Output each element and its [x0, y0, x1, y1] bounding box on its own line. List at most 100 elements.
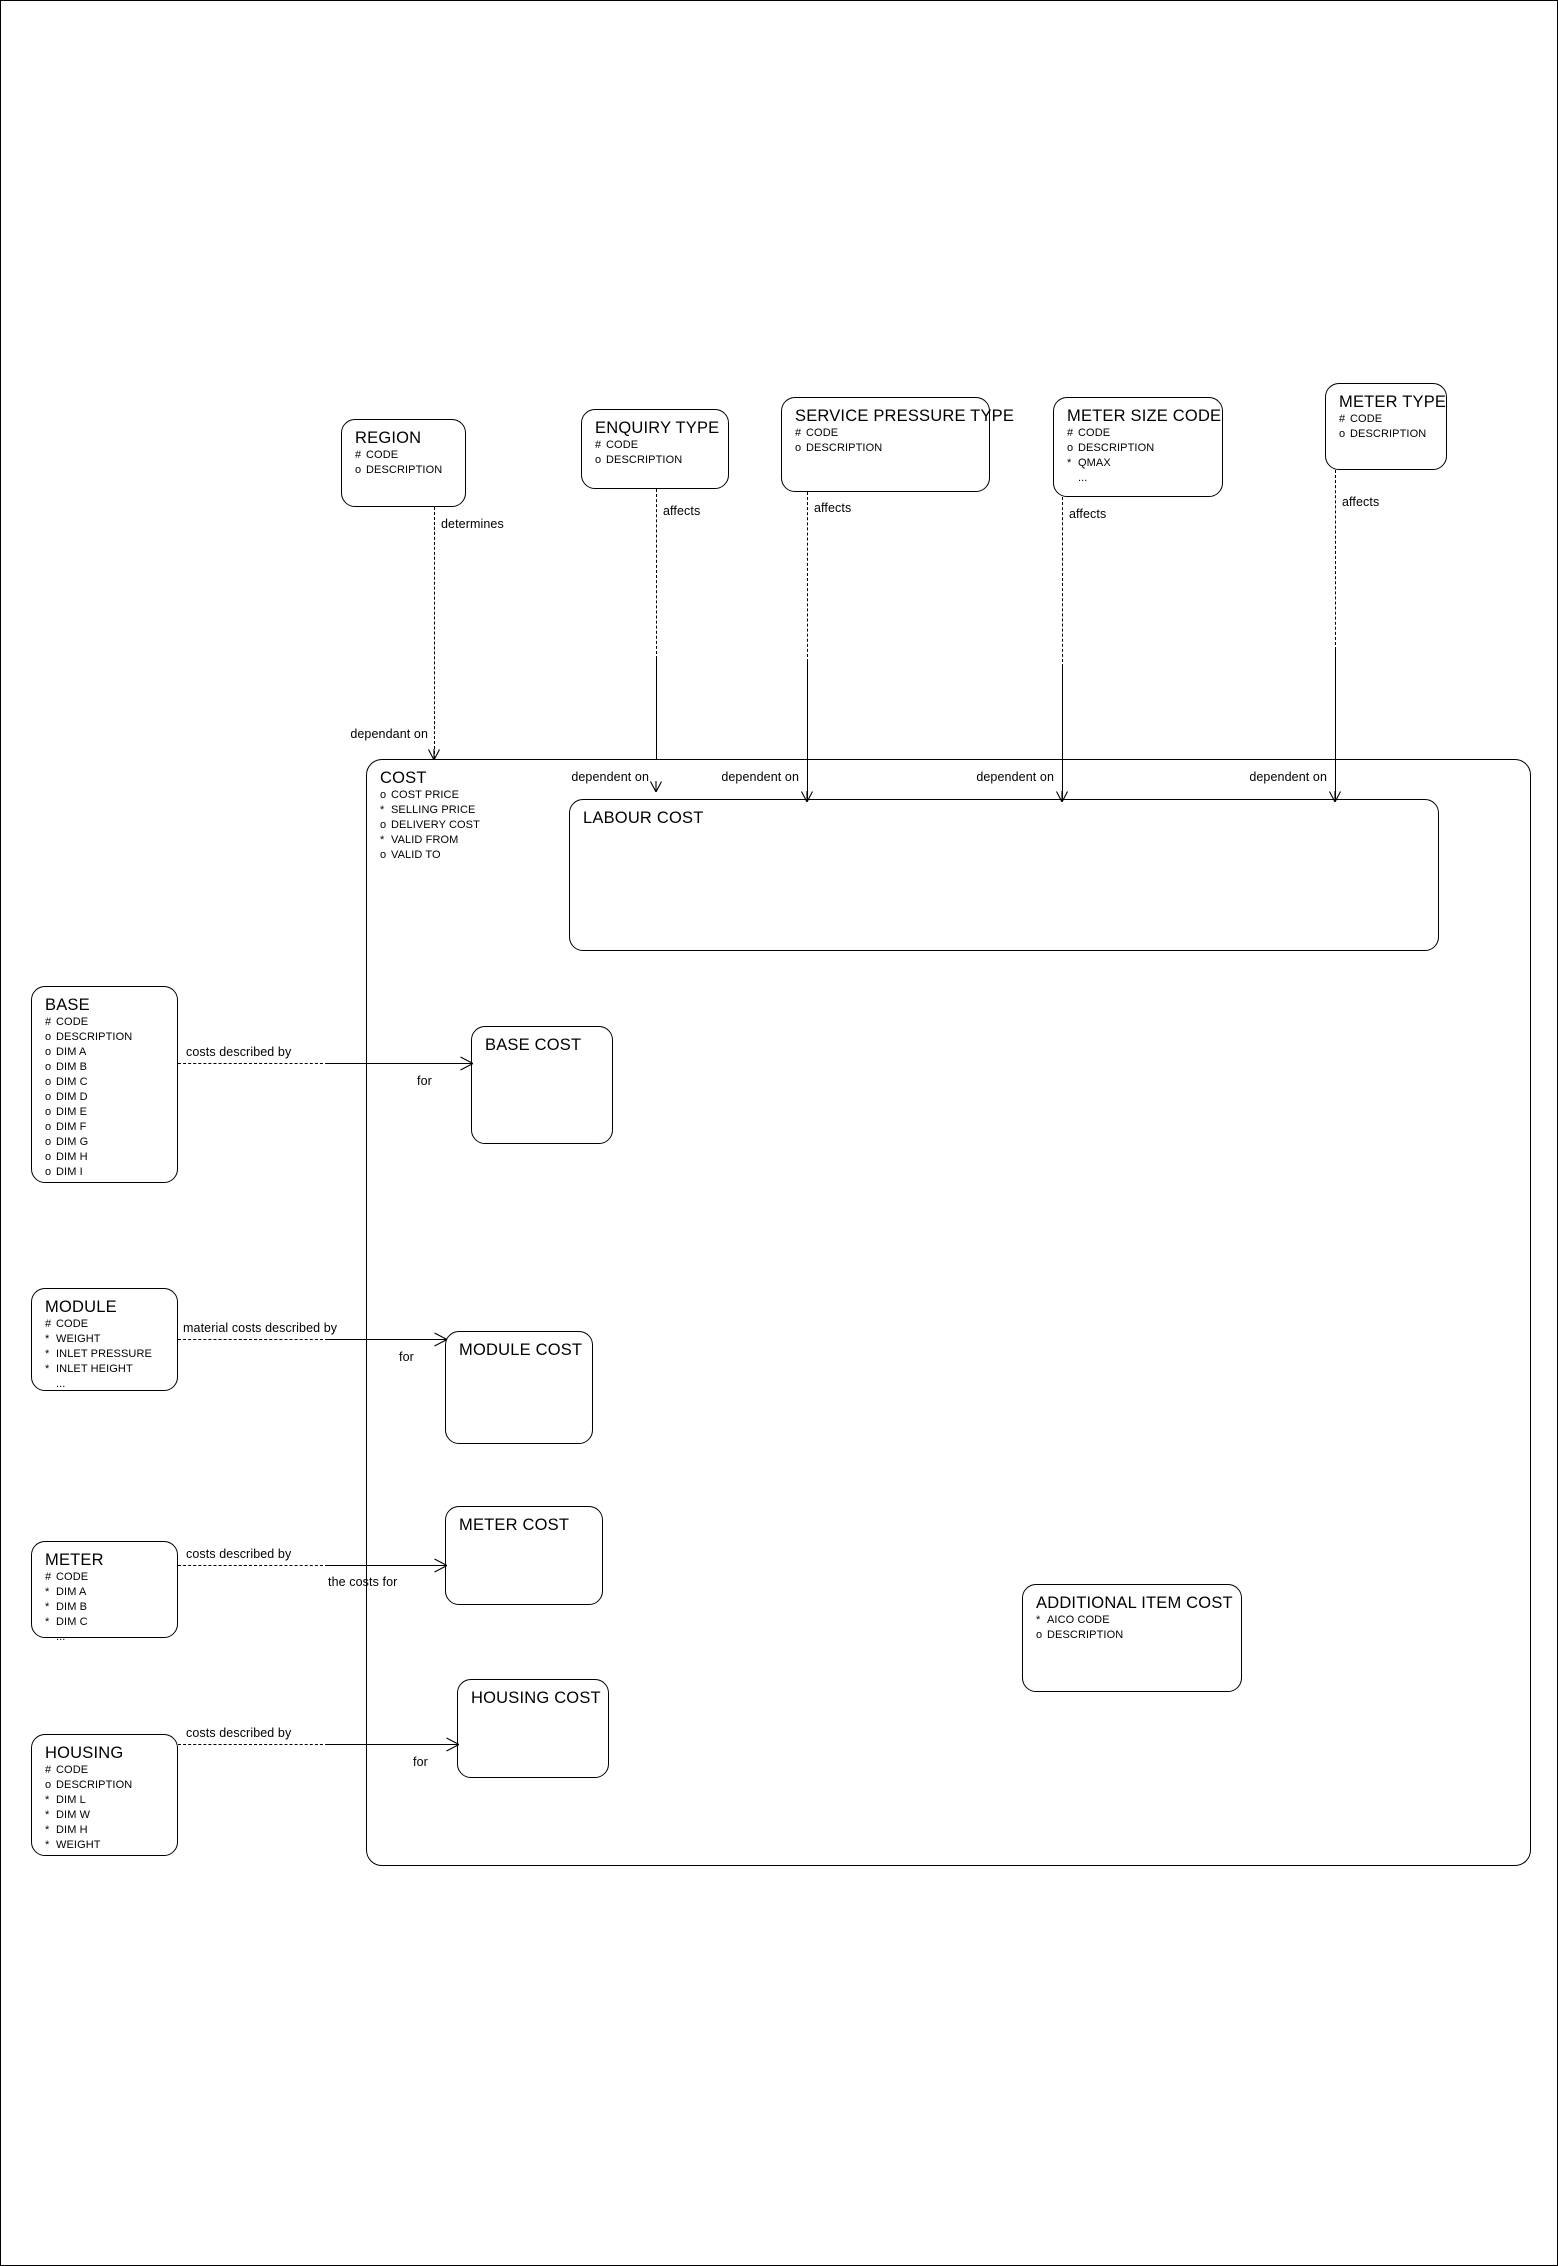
attribute-mark: * [45, 1824, 50, 1836]
attribute-row: ... [45, 1630, 177, 1645]
relationship-label-costs-described-by-meter: costs described by [186, 1547, 292, 1561]
entity-name: METER [45, 1551, 104, 1569]
attribute-mark: o [45, 1106, 52, 1118]
crowfoot-icon [446, 1737, 459, 1752]
connector-metersize-labour-mandatory [1062, 667, 1063, 799]
entity-name: LABOUR COST [583, 809, 704, 827]
attribute-mark: * [45, 1839, 50, 1851]
attribute-mark: o [380, 849, 387, 861]
relationship-label-dependent-on-metersize: dependent on [976, 770, 1054, 784]
crowfoot-icon [434, 1332, 447, 1347]
attribute-mark: o [45, 1031, 52, 1043]
crowfoot-icon [800, 791, 814, 802]
attribute-mark: # [45, 1571, 52, 1583]
attribute-label: DESCRIPTION [366, 464, 443, 476]
attribute-row: #CODE [595, 438, 728, 453]
connector-module-modulecost-mandatory [328, 1339, 447, 1340]
attribute-row: o DESCRIPTION [355, 463, 465, 478]
attribute-row: *INLET PRESSURE [45, 1347, 177, 1362]
entity-labour-cost[interactable]: LABOUR COST [569, 799, 1439, 951]
attribute-row: *QMAX [1067, 456, 1222, 471]
attribute-label: CODE [1350, 413, 1383, 425]
attribute-label: INLET HEIGHT [56, 1363, 133, 1375]
entity-base-cost[interactable]: BASE COST [471, 1026, 613, 1144]
crowfoot-icon [427, 749, 441, 760]
attribute-mark: * [45, 1333, 50, 1345]
attribute-row: #CODE [355, 448, 465, 463]
attribute-mark: # [1339, 413, 1346, 425]
attribute-row: *SELLING PRICE [380, 803, 1530, 818]
attribute-label: WEIGHT [56, 1839, 101, 1851]
attribute-label: DIM D [56, 1091, 88, 1103]
attribute-label: DIM G [56, 1136, 89, 1148]
attribute-mark: * [45, 1616, 50, 1628]
entity-meter-cost[interactable]: METER COST [445, 1506, 603, 1605]
connector-metertype-labour-optional [1335, 470, 1336, 650]
relationship-label-material-costs-described-by: material costs described by [183, 1321, 338, 1335]
relationship-label-affects-pressure: affects [814, 501, 852, 515]
attribute-mark: o [45, 1166, 52, 1178]
attribute-label: DESCRIPTION [1350, 428, 1427, 440]
attribute-list: #CODE o DESCRIPTION [595, 438, 728, 468]
attribute-label: DESCRIPTION [606, 454, 683, 466]
attribute-mark: * [45, 1348, 50, 1360]
attribute-mark: o [45, 1091, 52, 1103]
entity-housing-cost[interactable]: HOUSING COST [457, 1679, 609, 1778]
entity-module-cost[interactable]: MODULE COST [445, 1331, 593, 1444]
attribute-label: DESCRIPTION [806, 442, 883, 454]
attribute-mark: # [45, 1016, 52, 1028]
connector-region-cost [434, 507, 435, 759]
entity-meter[interactable]: METER #CODE *DIM A *DIM B *DIM C ... [31, 1541, 178, 1643]
entity-name: MODULE [45, 1298, 117, 1316]
entity-name: MODULE COST [459, 1341, 583, 1359]
attribute-mark: o [45, 1076, 52, 1088]
attribute-label: AICO CODE [1047, 1614, 1110, 1626]
attribute-label: DIM C [56, 1076, 88, 1088]
attribute-label: DESCRIPTION [56, 1031, 133, 1043]
attribute-list: #CODE *WEIGHT *INLET PRESSURE *INLET HEI… [45, 1317, 177, 1392]
attribute-list: #CODE o DESCRIPTION [355, 448, 465, 478]
attribute-mark: o [595, 454, 602, 466]
entity-module[interactable]: MODULE #CODE *WEIGHT *INLET PRESSURE *IN… [31, 1288, 178, 1391]
attribute-label: WEIGHT [56, 1333, 101, 1345]
relationship-label-the-costs-for-meter: the costs for [328, 1575, 398, 1589]
relationship-label-dependant-on: dependant on [350, 727, 428, 741]
connector-base-basecost-optional [178, 1063, 328, 1064]
attribute-row: #CODE [45, 1570, 177, 1585]
attribute-mark: o [355, 464, 362, 476]
attribute-label: DIM H [56, 1824, 88, 1836]
attribute-row: * INLET HEIGHT [45, 1362, 177, 1377]
crowfoot-icon [1328, 791, 1342, 802]
attribute-mark: # [45, 1318, 52, 1330]
attribute-row: #CODE [795, 426, 989, 441]
attribute-mark: * [1036, 1614, 1041, 1626]
entity-name: METER TYPE [1339, 393, 1447, 411]
attribute-row: #CODE [45, 1763, 177, 1778]
attribute-mark: * [45, 1363, 50, 1375]
relationship-label-affects-metertype: affects [1342, 495, 1380, 509]
attribute-mark: # [45, 1764, 52, 1776]
connector-housing-housingcost-optional [178, 1744, 328, 1745]
connector-enquiry-cost-optional [656, 489, 657, 659]
attribute-row: * AICO CODE [1036, 1613, 1241, 1628]
attribute-label: DESCRIPTION [1078, 442, 1155, 454]
attribute-list: #CODE *DIM A *DIM B *DIM C ... [45, 1570, 177, 1645]
attribute-label: COST PRICE [391, 789, 460, 801]
attribute-row: # CODE [1339, 412, 1446, 427]
